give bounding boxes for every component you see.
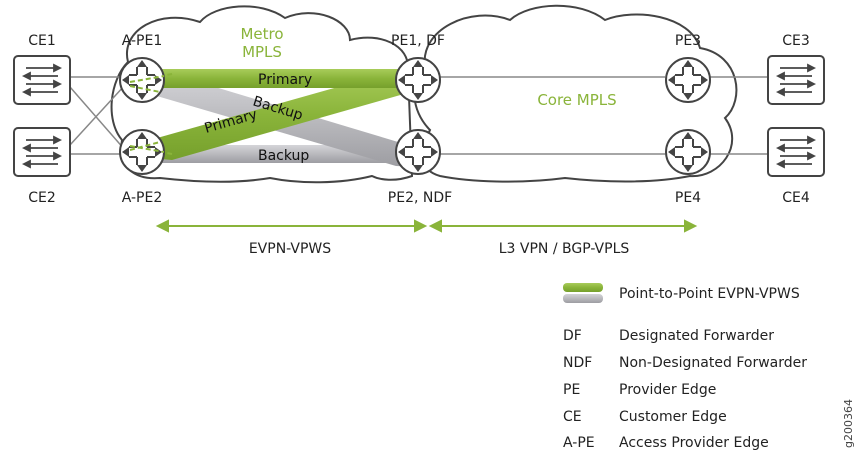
- device-label-ape2: A-PE2: [122, 190, 163, 206]
- metro-cloud-label-line1: Metro: [240, 25, 283, 43]
- link-ce1-ape2: [69, 86, 126, 151]
- device-label-pe3: PE3: [675, 33, 701, 49]
- legend-abbr: DF: [563, 328, 582, 344]
- device-label-ce2: CE2: [28, 190, 56, 206]
- legend-row-ndf: NDF Non-Designated Forwarder: [563, 355, 807, 371]
- pipe-label-primary-top: Primary: [258, 72, 312, 88]
- legend-text: Provider Edge: [619, 382, 717, 398]
- metro-cloud-label-line2: MPLS: [242, 43, 282, 61]
- span-arrows: [155, 219, 698, 233]
- legend-row-ape: A-PE Access Provider Edge: [563, 435, 769, 451]
- switch-icon: [13, 127, 71, 177]
- device-label-ce1: CE1: [28, 33, 56, 49]
- link-ce2-ape1: [69, 84, 126, 146]
- access-links: [69, 76, 768, 155]
- span-label-evpn-vpws: EVPN-VPWS: [249, 241, 331, 257]
- dashed-bridges-overlay: [129, 75, 165, 153]
- legend-abbr: PE: [563, 382, 581, 398]
- legend-row-pe: PE Provider Edge: [563, 382, 716, 398]
- primary-pipe-diagonal: [150, 70, 418, 160]
- legend-row-ce: CE Customer Edge: [563, 409, 727, 425]
- legend-row-df: DF Designated Forwarder: [563, 328, 774, 344]
- router-icon: [119, 129, 165, 175]
- device-label-ce4: CE4: [782, 190, 810, 206]
- core-mpls-cloud: [413, 4, 738, 183]
- legend-abbr: A-PE: [563, 435, 595, 451]
- legend-abbr: CE: [563, 409, 582, 425]
- legend-text: Customer Edge: [619, 409, 727, 425]
- legend-pipe-label: Point-to-Point EVPN-VPWS: [619, 286, 800, 302]
- legend-pipe-swatch: [563, 283, 603, 303]
- pseudowire-pipes: Primary Backup Backup Primary: [127, 69, 418, 167]
- device-label-pe1: PE1, DF: [391, 33, 445, 49]
- device-label-ce3: CE3: [782, 33, 810, 49]
- device-label-pe4: PE4: [675, 190, 701, 206]
- core-cloud-label: Core MPLS: [537, 91, 616, 109]
- legend-text: Non-Designated Forwarder: [619, 355, 807, 371]
- router-icon: [395, 57, 441, 103]
- legend-text: Access Provider Edge: [619, 435, 769, 451]
- figure-id: g200364: [842, 399, 855, 448]
- switch-icon: [767, 55, 825, 105]
- router-icon: [665, 57, 711, 103]
- switch-icon: [767, 127, 825, 177]
- device-label-ape1: A-PE1: [122, 33, 163, 49]
- pipe-label-backup-bottom: Backup: [258, 148, 309, 164]
- primary-pipe-top: [150, 69, 418, 88]
- span-label-l3vpn: L3 VPN / BGP-VPLS: [499, 241, 630, 257]
- switch-icon: [13, 55, 71, 105]
- router-icon: [665, 129, 711, 175]
- legend-text: Designated Forwarder: [619, 328, 775, 344]
- device-label-pe2: PE2, NDF: [388, 190, 452, 206]
- router-icon: [395, 129, 441, 175]
- legend-abbr: NDF: [563, 355, 593, 371]
